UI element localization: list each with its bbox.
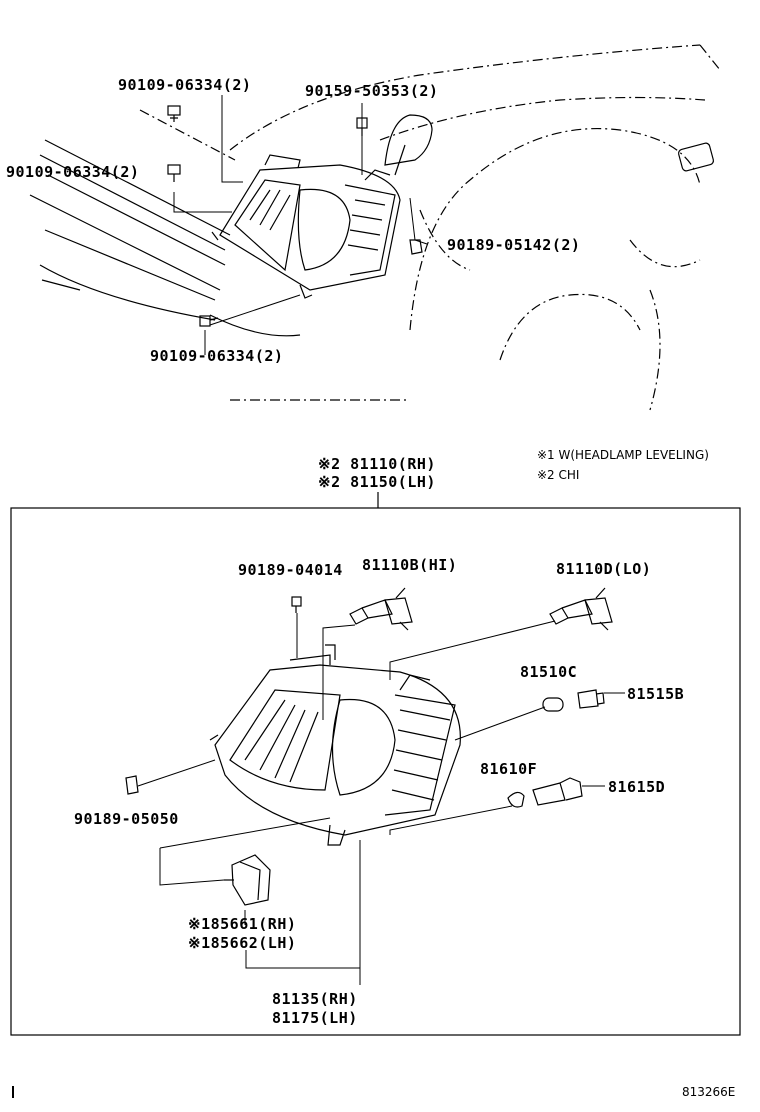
vehicle-front-outline — [139, 44, 721, 411]
label-clip-right: 90189-05142(2) — [447, 236, 581, 254]
label-housing-lh: 81175(LH) — [272, 1009, 358, 1027]
assembly-box — [10, 507, 741, 1036]
figure-id: 813266E — [682, 1085, 736, 1099]
socket-81515b-icon — [577, 689, 605, 709]
note-headlamp-leveling: ※1 W(HEADLAMP LEVELING) — [537, 448, 709, 462]
top-leader-lines — [173, 95, 428, 355]
bolt-left-icon — [167, 164, 181, 182]
side-marker-lamp — [677, 142, 715, 172]
mirror-icon — [384, 114, 433, 176]
label-81615d: 81615D — [608, 778, 666, 796]
label-housing-rh: 81135(RH) — [272, 990, 358, 1008]
label-81610f: 81610F — [480, 760, 538, 778]
label-81515b: 81515B — [627, 685, 685, 703]
label-assembly-rh: ※2 81110(RH) — [318, 455, 436, 473]
label-81510c: 81510C — [520, 663, 578, 681]
bulb-81510c-icon — [542, 697, 564, 712]
vehicle-bumper-lines — [29, 139, 301, 337]
assembly-leader-lines — [137, 613, 625, 985]
screw-small-icon — [291, 596, 302, 613]
bulb-lo-icon — [549, 587, 613, 631]
bolt-bottom-icon — [199, 315, 219, 327]
label-actuator-rh: ※185661(RH) — [188, 915, 297, 933]
label-bolt-top: 90109-06334(2) — [118, 76, 252, 94]
headlamp-assembly-icon — [209, 644, 461, 846]
clip-right-icon — [409, 239, 423, 255]
top-headlamp-icon — [211, 154, 401, 299]
label-screw-top: 90159-50353(2) — [305, 82, 439, 100]
label-bolt-left: 90109-06334(2) — [6, 163, 140, 181]
label-bulb-lo: 81110D(LO) — [556, 560, 652, 578]
label-actuator-lh: ※185662(LH) — [188, 934, 297, 952]
bulb-81610f-icon — [507, 791, 525, 808]
actuator-icon — [224, 854, 271, 906]
socket-81615d-icon — [532, 777, 583, 806]
label-screw-small: 90189-04014 — [238, 561, 343, 579]
label-bulb-hi: 81110B(HI) — [362, 556, 458, 574]
bolt-top-icon — [167, 105, 181, 122]
label-bolt-bottom: 90109-06334(2) — [150, 347, 284, 365]
label-clip-05050: 90189-05050 — [74, 810, 179, 828]
clip-05050-icon — [125, 775, 139, 795]
note-chi: ※2 CHI — [537, 468, 580, 482]
footer-tick — [12, 1086, 14, 1098]
label-assembly-lh: ※2 81150(LH) — [318, 473, 436, 491]
bulb-hi-icon — [349, 587, 413, 631]
